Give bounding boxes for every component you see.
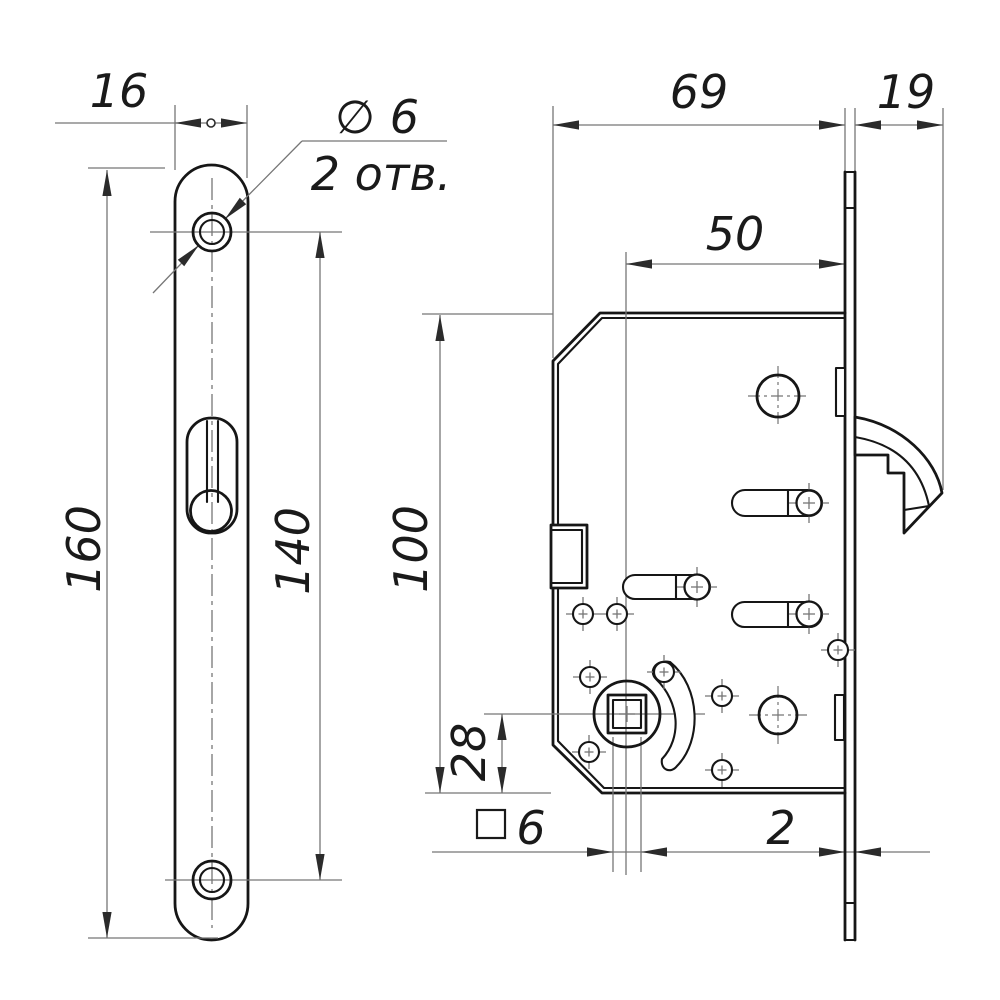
lock-body-details <box>549 170 944 942</box>
lock-body-fill <box>553 313 845 793</box>
dim-69-label: 69 <box>670 65 729 119</box>
thumbturn-slot <box>185 416 239 535</box>
faceplate-details <box>185 211 239 901</box>
upper-round-hole <box>755 373 801 419</box>
top-screw-hole <box>191 211 233 253</box>
lock-body-side-view <box>551 311 847 795</box>
hook-bolt <box>853 415 944 535</box>
dimension-arrows <box>102 118 943 938</box>
hole-count-label: 2 отв. <box>311 147 452 201</box>
spindle-square-hub <box>592 679 662 749</box>
dim-160-label: 160 <box>57 505 111 593</box>
lower-round-hole <box>757 694 799 736</box>
dim-50-label: 50 <box>706 207 765 261</box>
dim-2-label: 2 <box>766 801 795 855</box>
dim-16-label: 16 <box>90 64 149 118</box>
faceplate-cutout-top <box>834 366 847 418</box>
dim-140-label: 140 <box>266 507 320 595</box>
dim-28-label: 28 <box>442 723 496 782</box>
dimension-labels: 16 ∅ 6 2 отв. 160 140 69 19 50 100 28 6 … <box>57 64 935 855</box>
dim-100-label: 100 <box>384 505 438 593</box>
dim-square6-label: 6 <box>516 801 545 855</box>
faceplate-cutout-bottom <box>833 693 846 742</box>
latch-block <box>549 523 589 590</box>
faceplate-edge <box>833 170 857 942</box>
square-symbol <box>475 808 507 840</box>
bottom-screw-hole <box>191 859 233 901</box>
dim-19-label: 19 <box>877 65 936 119</box>
hole-diameter-label: ∅ 6 <box>335 90 419 144</box>
